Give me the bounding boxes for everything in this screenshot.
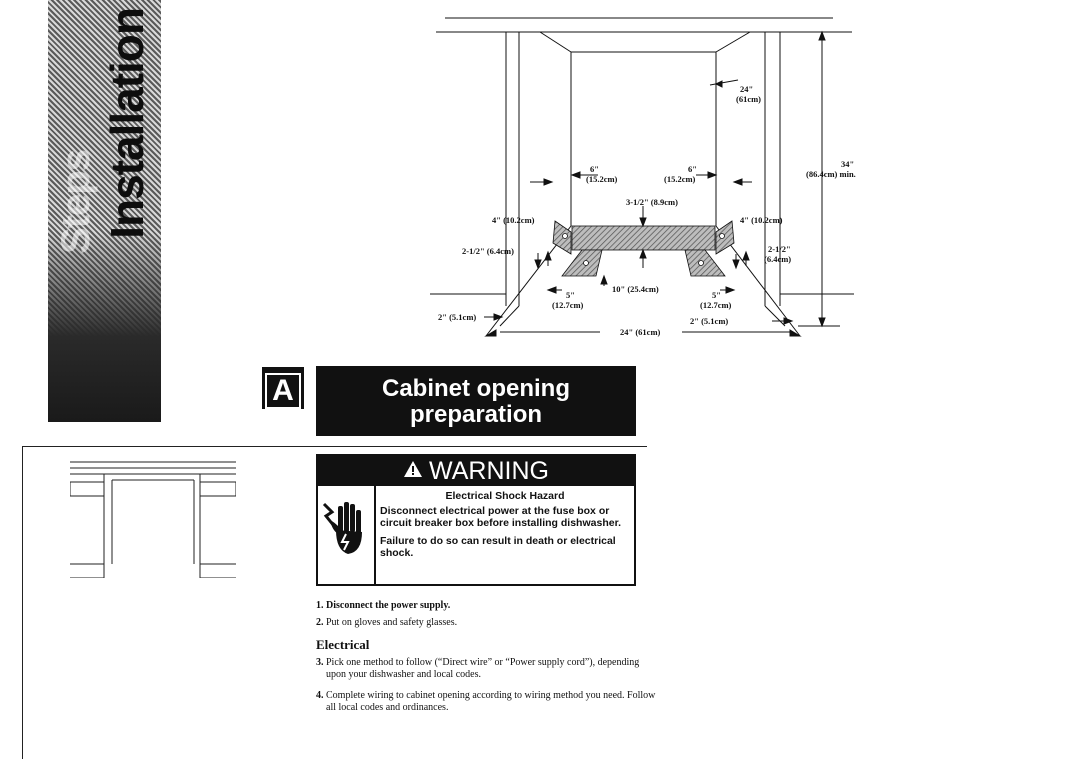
dim-6-right-cm-label: (15.2cm) xyxy=(664,174,696,184)
banner-title-installation: Installation xyxy=(101,8,153,239)
warning-header: WARNING xyxy=(318,456,634,486)
dim-2half-right-cm-label: (6.4cm) xyxy=(764,254,791,264)
step-1-text: Disconnect the power supply. xyxy=(326,600,451,611)
dim-6-left-inch-label: 6" xyxy=(590,164,599,174)
warning-icon-area xyxy=(318,486,376,584)
step-1-number: 1. xyxy=(316,600,324,611)
dim-24-inch-label: 24" xyxy=(740,84,753,94)
dim-2-right-label: 2" (5.1cm) xyxy=(690,316,728,326)
cabinet-opening-diagram: 24" (61cm) 34" (86.4cm) min. 6" (15.2cm)… xyxy=(430,17,856,337)
step-4: 4. Complete wiring to cabinet opening ac… xyxy=(316,690,656,714)
step-4-text: Complete wiring to cabinet opening accor… xyxy=(326,690,656,713)
electrical-shock-hand-icon xyxy=(322,502,362,554)
warning-title: WARNING xyxy=(429,457,549,485)
step-3: 3. Pick one method to follow (“Direct wi… xyxy=(316,657,656,681)
dim-6-right-inch-label: 6" xyxy=(688,164,697,174)
dim-5-left-inch-label: 5" xyxy=(566,290,575,300)
dim-24-bottom-label: 24" (61cm) xyxy=(620,327,661,337)
warning-subtitle: Electrical Shock Hazard xyxy=(445,490,565,502)
step-letter: A xyxy=(265,373,301,409)
section-title-line2: preparation xyxy=(409,401,543,428)
dim-2half-left-label: 2-1/2" (6.4cm) xyxy=(462,246,514,256)
step-2-text: Put on gloves and safety glasses. xyxy=(326,617,458,628)
step-2-number: 2. xyxy=(316,617,324,628)
dim-4-left-label: 4" (10.2cm) xyxy=(492,215,535,225)
banner-title-steps: Steps xyxy=(54,150,98,254)
step-1: 1. Disconnect the power supply. xyxy=(316,600,646,612)
warning-box: WARNING Electrical Shock Hazard Disconne… xyxy=(316,454,636,586)
dim-2-left-label: 2" (5.1cm) xyxy=(438,312,476,322)
section-divider xyxy=(22,446,647,447)
electrical-heading: Electrical xyxy=(316,637,370,652)
dim-2half-right-inch-label: 2-1/2" xyxy=(768,244,791,254)
step-2: 2. Put on gloves and safety glasses. xyxy=(316,617,646,629)
step-3-text: Pick one method to follow (“Direct wire”… xyxy=(326,657,640,680)
warning-instruction: Disconnect electrical power at the fuse … xyxy=(380,505,621,529)
dim-5-right-cm-label: (12.7cm) xyxy=(700,300,732,310)
dim-34-cm-label: (86.4cm) min. xyxy=(806,169,856,179)
left-margin-rule xyxy=(22,446,23,759)
banner-titles: Steps Installation xyxy=(48,0,161,422)
side-banner: Steps Installation xyxy=(48,0,161,422)
dim-3half-label: 3-1/2" (8.9cm) xyxy=(626,197,678,207)
section-title: Cabinet opening preparation xyxy=(316,366,636,436)
dim-34-inch-label: 34" xyxy=(841,159,854,169)
dim-5-right-inch-label: 5" xyxy=(712,290,721,300)
dim-5-left-cm-label: (12.7cm) xyxy=(552,300,584,310)
dim-4-right-label: 4" (10.2cm) xyxy=(740,215,783,225)
section-title-line1: Cabinet opening xyxy=(382,375,570,402)
step-letter-badge: A xyxy=(262,367,304,409)
warning-triangle-icon xyxy=(404,461,423,478)
dim-6-left-cm-label: (15.2cm) xyxy=(586,174,618,184)
dim-10-label: 10" (25.4cm) xyxy=(612,284,659,294)
warning-text: Electrical Shock Hazard Disconnect elect… xyxy=(380,490,630,559)
banner-shading xyxy=(48,232,161,422)
dim-24-cm-label: (61cm) xyxy=(736,94,761,104)
step-3-number: 3. xyxy=(316,657,324,668)
cabinet-sketch-illustration xyxy=(70,461,236,578)
step-4-number: 4. xyxy=(316,690,324,701)
warning-consequence: Failure to do so can result in death or … xyxy=(380,535,616,559)
